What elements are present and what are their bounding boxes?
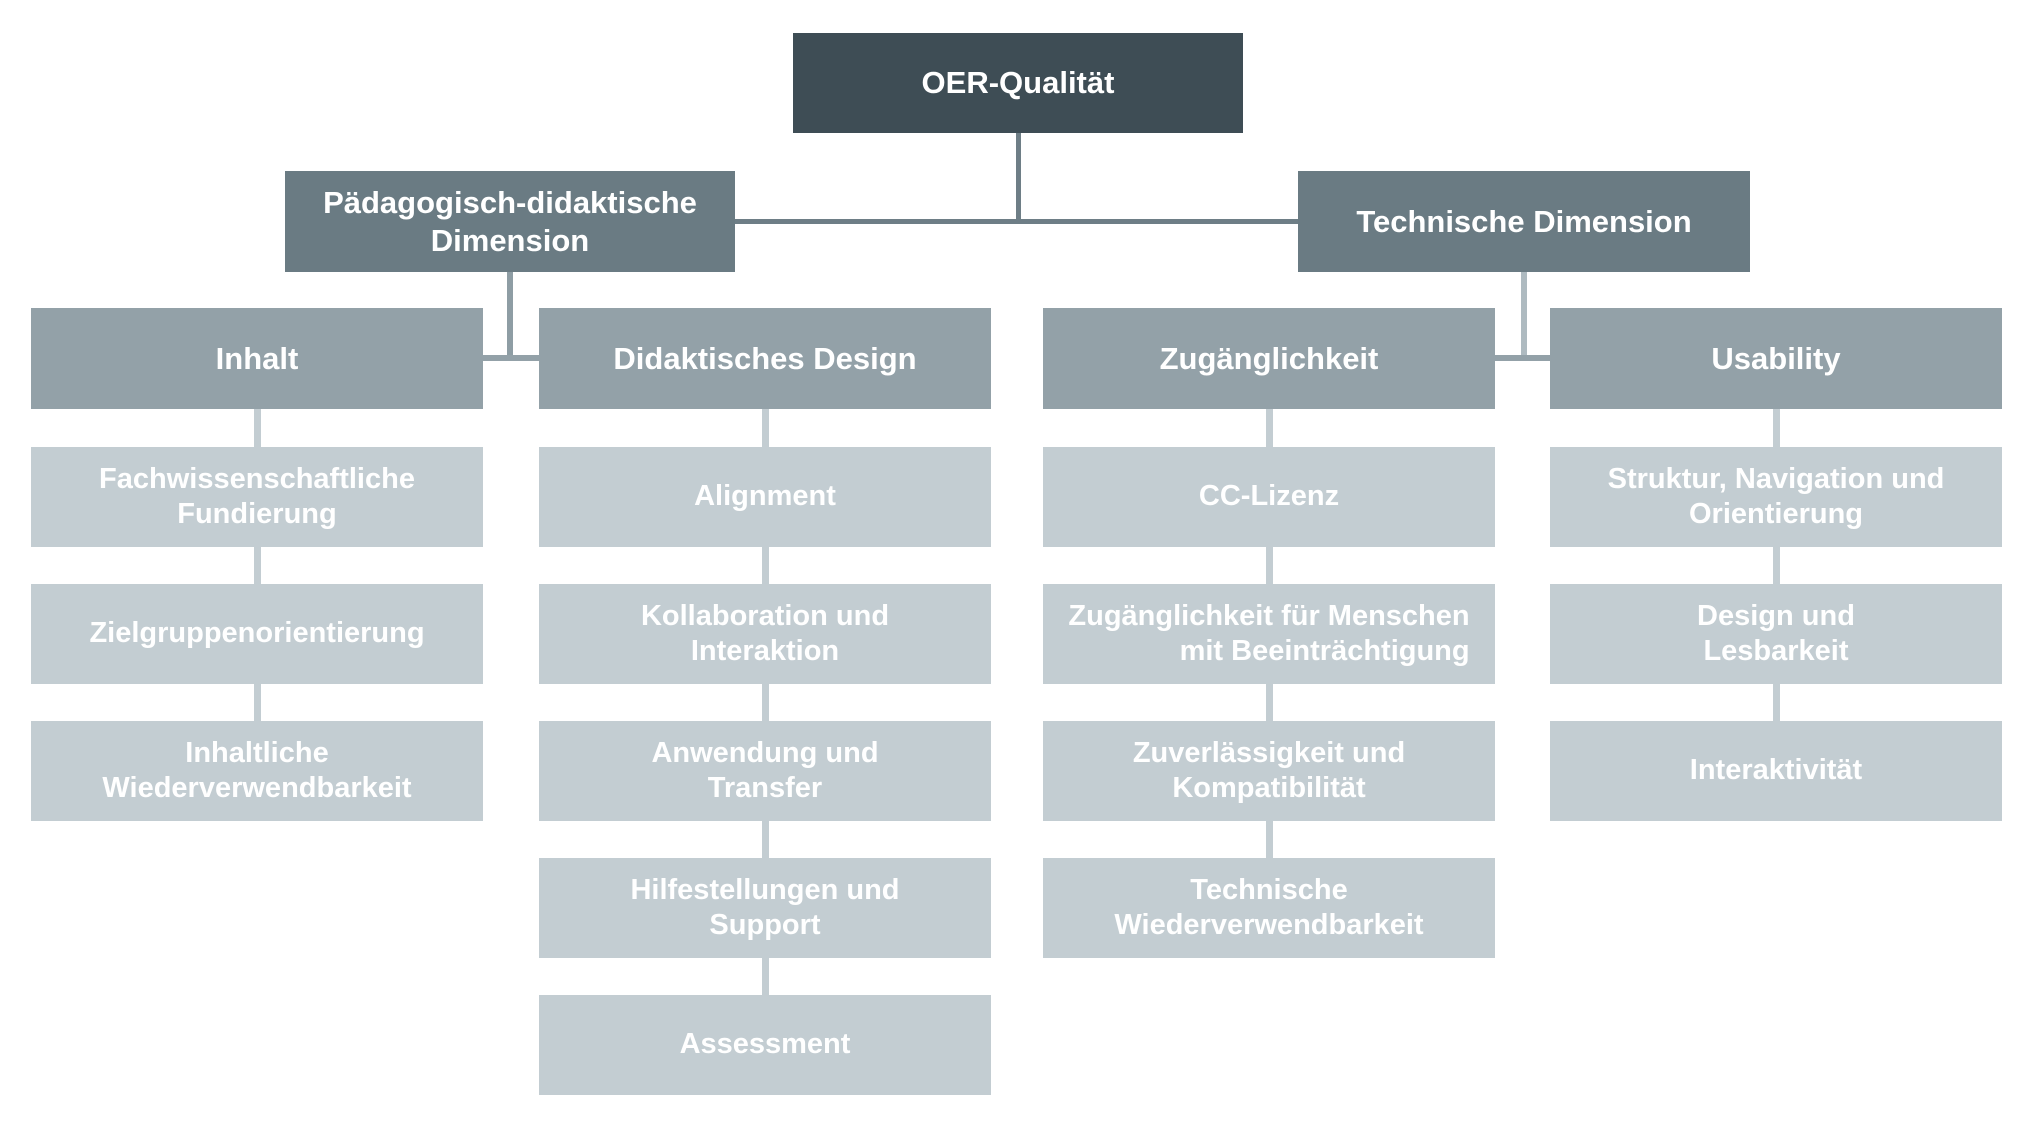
item-node-assessment: Assessment [539, 995, 991, 1095]
connector-inhalt-3 [254, 684, 261, 721]
item-node-struktur-navigation-und-orientierung: Struktur, Navigation und Orientierung [1550, 447, 2002, 547]
dimension-node-technisch: Technische Dimension [1298, 171, 1750, 272]
connector-usability-2 [1773, 547, 1780, 584]
connector-inhalt-1 [254, 409, 261, 447]
item-node-alignment: Alignment [539, 447, 991, 547]
connector-zugaenglichkeit-3 [1266, 684, 1273, 721]
connector-usability-1 [1773, 409, 1780, 447]
connector-didaktisch-5 [762, 958, 769, 995]
root-node-oer-qualitaet: OER-Qualität [793, 33, 1243, 133]
item-node-hilfestellungen-und-support: Hilfestellungen und Support [539, 858, 991, 958]
connector-paedagogisch-bar [483, 355, 539, 361]
category-node-inhalt: Inhalt [31, 308, 483, 409]
item-node-cc-lizenz: CC-Lizenz [1043, 447, 1495, 547]
connector-usability-3 [1773, 684, 1780, 721]
category-node-usability: Usability [1550, 308, 2002, 409]
connector-zugaenglichkeit-4 [1266, 821, 1273, 858]
item-node-zielgruppenorientierung: Zielgruppenorientierung [31, 584, 483, 684]
item-node-interaktivitaet: Interaktivität [1550, 721, 2002, 821]
connector-paedagogisch-vertical [507, 272, 513, 361]
item-node-anwendung-und-transfer: Anwendung und Transfer [539, 721, 991, 821]
connector-inhalt-2 [254, 547, 261, 584]
category-node-zugaenglichkeit: Zugänglichkeit [1043, 308, 1495, 409]
connector-dimensions-horizontal [735, 219, 1298, 224]
item-node-technische-wiederverwendbarkeit: Technische Wiederverwendbarkeit [1043, 858, 1495, 958]
category-node-didaktisches-design: Didaktisches Design [539, 308, 991, 409]
item-node-inhaltliche-wiederverwendbarkeit: Inhaltliche Wiederverwendbarkeit [31, 721, 483, 821]
connector-technisch-vertical [1521, 272, 1527, 361]
connector-zugaenglichkeit-1 [1266, 409, 1273, 447]
dimension-node-paedagogisch-didaktisch: Pädagogisch-didaktische Dimension [285, 171, 735, 272]
item-node-zugaenglichkeit-fuer-menschen-mit-beeintraechtigung: Zugänglichkeit für Menschen mit Beeinträ… [1043, 584, 1495, 684]
item-node-design-und-lesbarkeit: Design und Lesbarkeit [1550, 584, 2002, 684]
connector-zugaenglichkeit-2 [1266, 547, 1273, 584]
connector-root-vertical [1016, 133, 1021, 224]
item-node-fachwissenschaftliche-fundierung: Fachwissenschaftliche Fundierung [31, 447, 483, 547]
connector-didaktisch-4 [762, 821, 769, 858]
item-node-kollaboration-und-interaktion: Kollaboration und Interaktion [539, 584, 991, 684]
connector-didaktisch-2 [762, 547, 769, 584]
connector-didaktisch-1 [762, 409, 769, 447]
connector-didaktisch-3 [762, 684, 769, 721]
connector-technisch-bar [1495, 355, 1550, 361]
item-node-zuverlaessigkeit-und-kompatibilitaet: Zuverlässigkeit und Kompatibilität [1043, 721, 1495, 821]
